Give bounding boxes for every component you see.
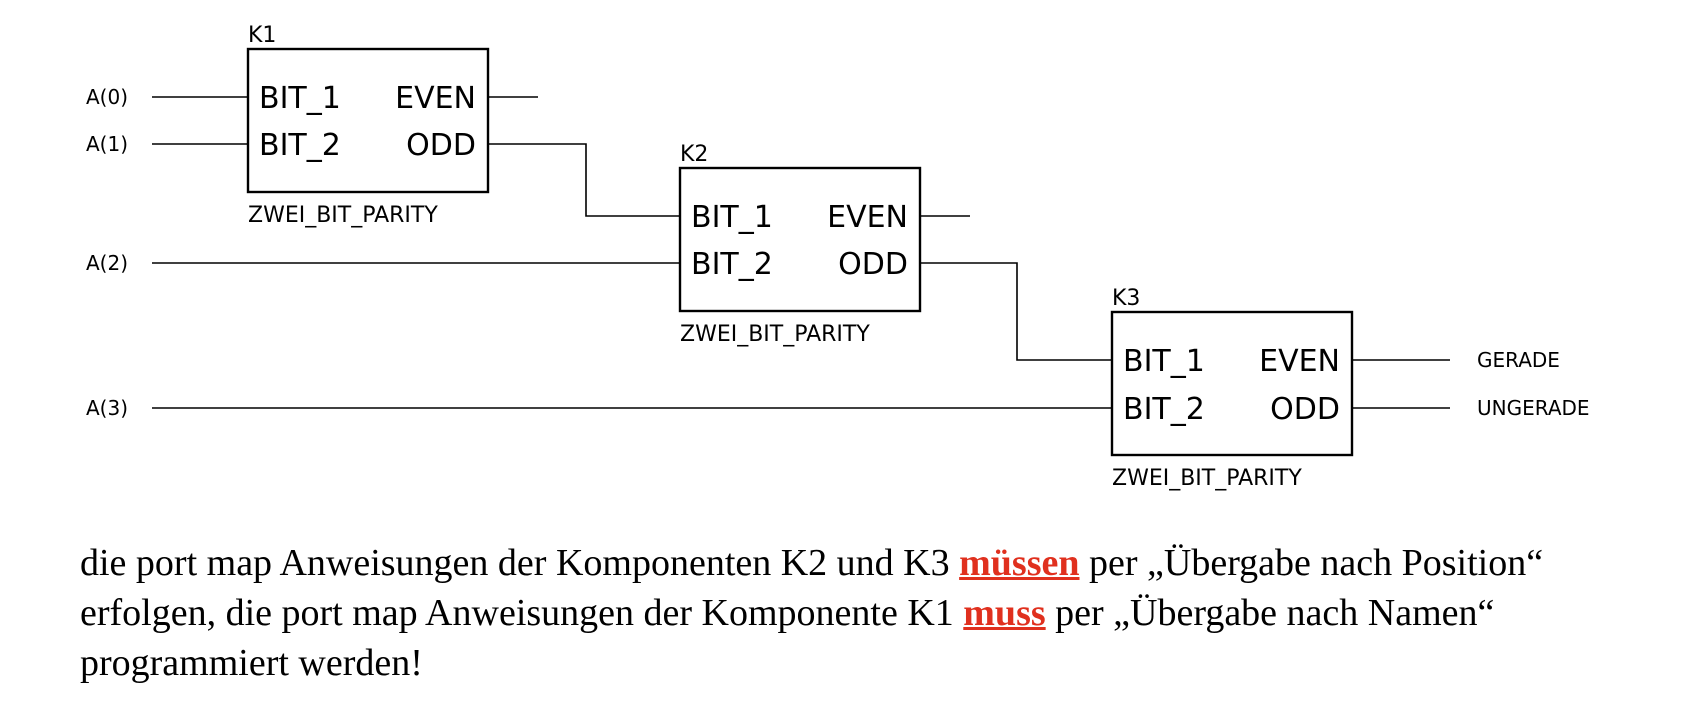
- note-emphasis-muss: muss: [963, 592, 1046, 634]
- component-k2: K2 BIT_1 BIT_2 EVEN ODD ZWEI_BIT_PARITY: [678, 142, 922, 347]
- port-bit-1: BIT_1: [259, 81, 341, 116]
- signal-a1: A(1): [86, 132, 128, 156]
- note-emphasis-muessen: müssen: [959, 542, 1080, 584]
- note-text-3: per „Übergabe nach Namen“ programmiert w…: [80, 592, 1495, 684]
- note-text-2: per „Übergabe nach Position“ erfolgen, d…: [80, 542, 1544, 634]
- port-bit-1: BIT_1: [1123, 344, 1205, 379]
- signal-a3: A(3): [86, 396, 128, 420]
- instance-label: K2: [680, 142, 708, 167]
- component-k3: K3 BIT_1 BIT_2 EVEN ODD ZWEI_BIT_PARITY: [1110, 286, 1354, 491]
- signal-ungerade: UNGERADE: [1477, 396, 1590, 420]
- component-box: [1110, 310, 1354, 457]
- signal-a2: A(2): [86, 251, 128, 275]
- component-box: [678, 166, 922, 313]
- component-box: [246, 47, 490, 194]
- note-text-1: die port map Anweisungen der Komponenten…: [80, 542, 960, 584]
- signal-a0: A(0): [86, 85, 128, 109]
- instance-label: K3: [1112, 286, 1140, 311]
- port-bit-2: BIT_2: [1123, 392, 1205, 427]
- instruction-note: die port map Anweisungen der Komponenten…: [80, 538, 1660, 688]
- component-type-label: ZWEI_BIT_PARITY: [680, 322, 870, 347]
- parity-circuit-diagram: A(0) A(1) A(2) A(3) GERADE UNGERADE K1 B…: [86, 23, 1590, 491]
- wire-k1-odd-k2: [488, 143, 680, 217]
- port-odd: ODD: [838, 247, 908, 282]
- port-odd: ODD: [406, 128, 476, 163]
- wire-k2-odd-k3: [920, 262, 1112, 361]
- port-bit-2: BIT_2: [691, 247, 773, 282]
- component-type-label: ZWEI_BIT_PARITY: [248, 203, 438, 228]
- signal-gerade: GERADE: [1477, 348, 1560, 372]
- port-even: EVEN: [395, 81, 476, 116]
- port-bit-2: BIT_2: [259, 128, 341, 163]
- component-k1: K1 BIT_1 BIT_2 EVEN ODD ZWEI_BIT_PARITY: [246, 23, 490, 228]
- instance-label: K1: [248, 23, 276, 48]
- port-odd: ODD: [1270, 392, 1340, 427]
- component-type-label: ZWEI_BIT_PARITY: [1112, 466, 1302, 491]
- port-bit-1: BIT_1: [691, 200, 773, 235]
- port-even: EVEN: [1259, 344, 1340, 379]
- port-even: EVEN: [827, 200, 908, 235]
